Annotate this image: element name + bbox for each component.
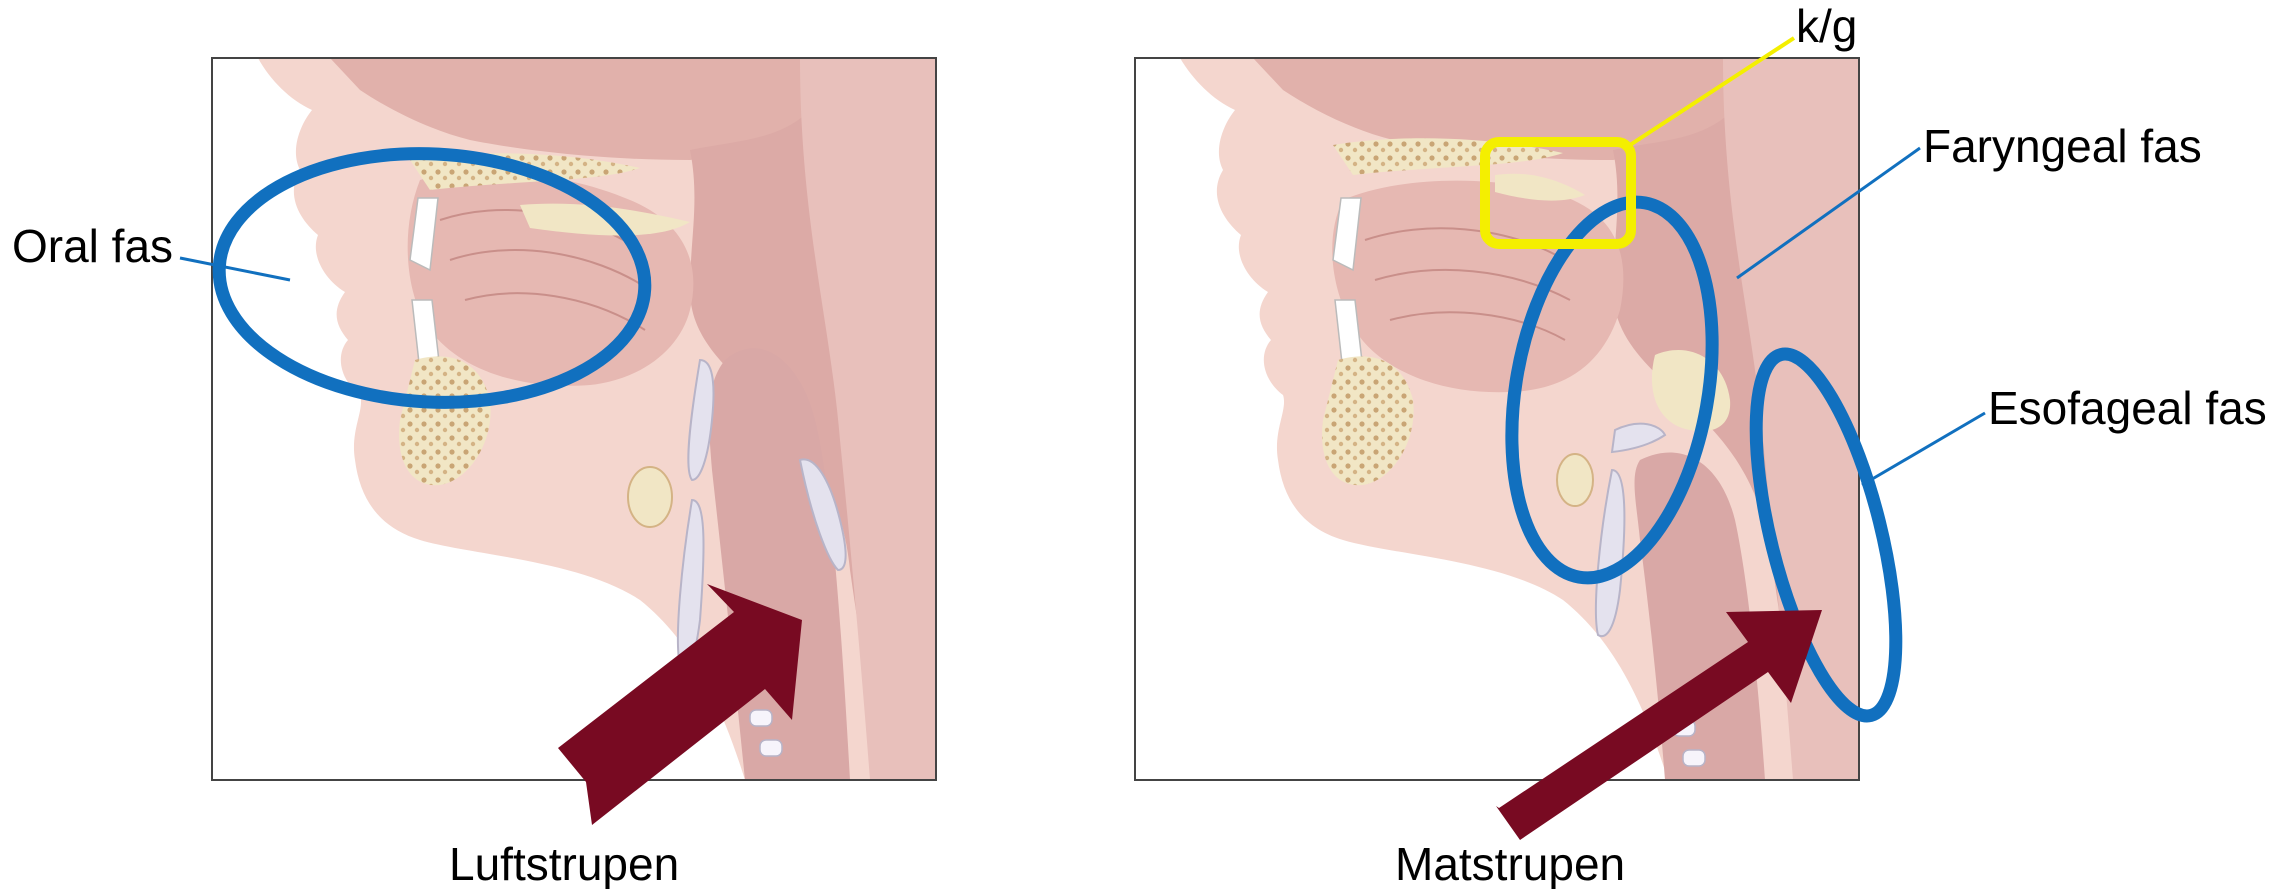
esophagus-label: Matstrupen [1395, 838, 1625, 889]
esophageal-phase-label: Esofageal fas [1988, 382, 2267, 434]
pharyngeal-phase-label: Faryngeal fas [1923, 120, 2202, 172]
kg-label: k/g [1796, 0, 1857, 52]
airway-label: Luftstrupen [449, 838, 679, 889]
esophageal-phase-leader [1862, 413, 1985, 485]
oral-phase-label: Oral fas [12, 220, 173, 272]
